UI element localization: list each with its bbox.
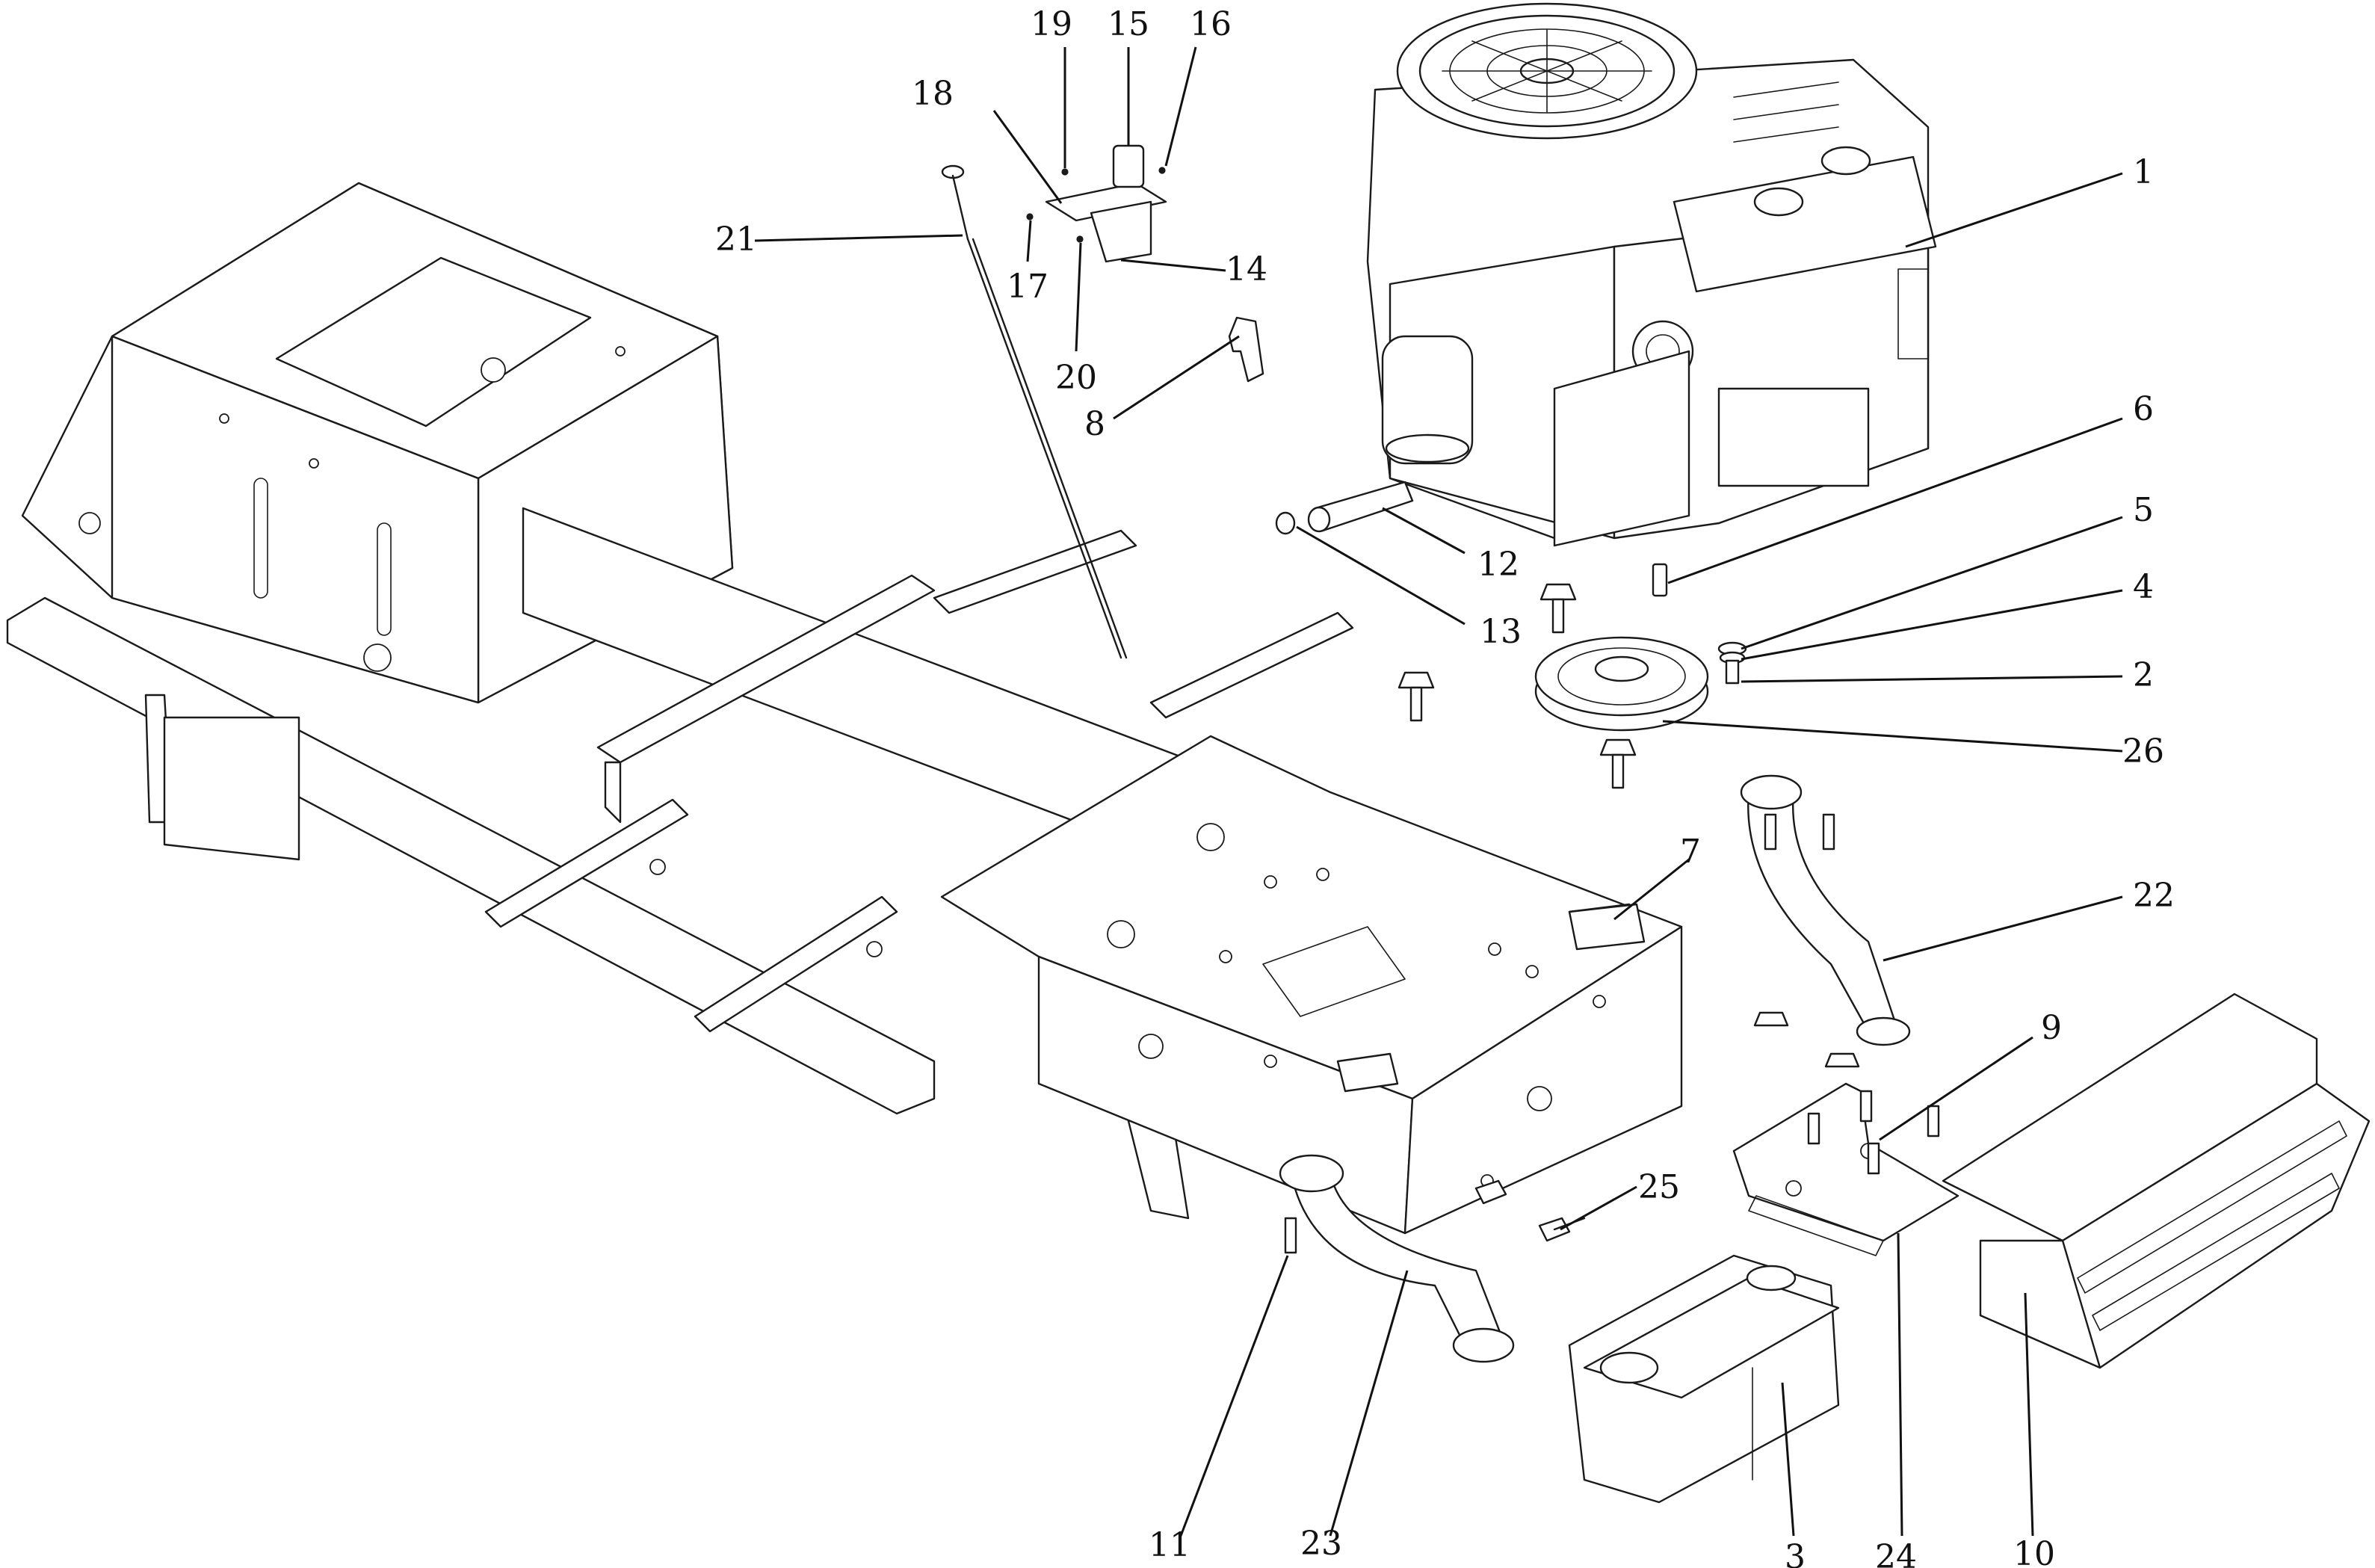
muffler [1568, 1254, 1840, 1504]
callout-25: 25 [1638, 1168, 1680, 1206]
callout-3: 3 [1785, 1538, 1806, 1568]
engine-bolts [1397, 583, 1637, 789]
callout-17: 17 [1007, 268, 1048, 306]
callout-labels: 1 2 3 4 5 6 7 8 9 10 11 12 13 14 15 16 1… [715, 5, 2175, 1568]
decal [1568, 903, 1646, 951]
leader-17 [1026, 220, 1032, 262]
leader-12 [1382, 507, 1466, 555]
leader-5 [1741, 516, 2123, 650]
drain-hose [1307, 481, 1414, 533]
leader-25 [1560, 1185, 1637, 1231]
leader-20 [1075, 242, 1082, 352]
callout-1: 1 [2133, 153, 2154, 191]
muffler-guard [1942, 993, 2371, 1369]
callout-16: 16 [1190, 5, 1232, 43]
leader-22 [1883, 895, 2123, 962]
leader-lines [754, 46, 2123, 1537]
callout-14: 14 [1226, 250, 1267, 288]
leader-18 [992, 110, 1063, 204]
callout-9: 9 [2041, 1009, 2062, 1047]
bolt-25 [1474, 1179, 1586, 1242]
pulley [1534, 636, 1709, 732]
callout-22: 22 [2133, 877, 2175, 915]
frame-assembly [6, 182, 1683, 1235]
leader-16 [1164, 46, 1197, 167]
callout-12: 12 [1477, 546, 1519, 584]
leader-23 [1329, 1270, 1409, 1537]
leader-3 [1781, 1382, 1795, 1537]
leader-7 [1613, 858, 1690, 921]
callout-7: 7 [1680, 833, 1701, 871]
leader-1 [1905, 172, 2123, 248]
leader-21 [754, 234, 963, 242]
leader-14 [1120, 259, 1226, 272]
engine [1366, 2, 1937, 547]
choke-cable [941, 164, 1128, 659]
leader-10 [2024, 1292, 2034, 1537]
throttle-bracket-assembly [1026, 144, 1167, 263]
leader-8 [1113, 335, 1240, 420]
leader-6 [1667, 417, 2123, 584]
callout-5: 5 [2133, 491, 2154, 529]
callout-20: 20 [1055, 359, 1097, 397]
leader-26 [1662, 720, 2123, 753]
clamp [1275, 511, 1296, 535]
key [1652, 563, 1668, 597]
callout-10: 10 [2013, 1535, 2055, 1568]
leader-2 [1741, 675, 2123, 683]
callout-11: 11 [1149, 1526, 1190, 1564]
callout-21: 21 [715, 220, 757, 259]
bolt-washer-stack [1717, 641, 1747, 685]
leader-4 [1741, 589, 2123, 661]
leader-11 [1179, 1255, 1289, 1537]
clip [1228, 316, 1264, 383]
exhaust-pipe-right [1740, 774, 1911, 1046]
leader-24 [1897, 1232, 1903, 1537]
callout-26: 26 [2122, 732, 2164, 771]
callout-6: 6 [2133, 390, 2154, 428]
callout-18: 18 [912, 75, 954, 113]
muffler-bracket [1732, 1011, 1959, 1256]
callout-2: 2 [2133, 656, 2154, 694]
callout-15: 15 [1108, 5, 1149, 43]
callout-23: 23 [1300, 1525, 1342, 1563]
callout-8: 8 [1084, 405, 1105, 443]
exhaust-pipe-left [1279, 1154, 1515, 1363]
callout-13: 13 [1480, 613, 1522, 651]
callout-4: 4 [2133, 568, 2154, 606]
callout-24: 24 [1875, 1538, 1917, 1568]
leader-13 [1296, 525, 1466, 626]
callout-19: 19 [1031, 5, 1072, 43]
leader-9 [1879, 1036, 2033, 1141]
